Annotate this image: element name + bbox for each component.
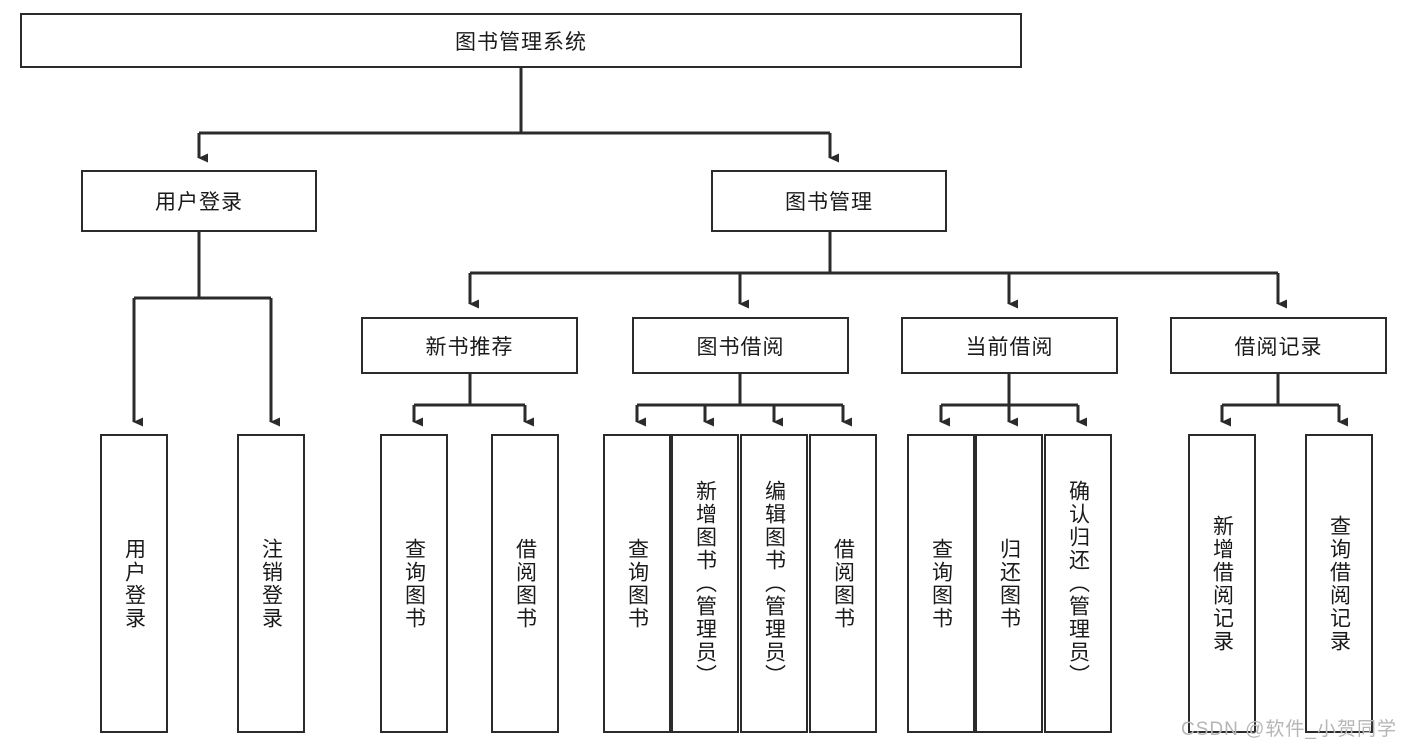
- leaf-book-borrow-query-book[interactable]: 查询图书: [603, 434, 671, 733]
- leaf-borrow-record-query-record[interactable]: 查询借阅记录: [1305, 434, 1373, 733]
- connector-bookmgmt-to-level2: [468, 232, 1287, 309]
- node-label: 图书管理系统: [455, 30, 587, 54]
- node-label: 图书借阅: [696, 335, 785, 359]
- leaf-current-borrow-confirm-return-admin[interactable]: 确认归还（管理员）: [1044, 434, 1112, 733]
- connector-newbook-to-leaves: [412, 374, 534, 427]
- leaf-book-borrow-edit-book-admin[interactable]: 编辑图书（管理员）: [740, 434, 808, 733]
- leaf-new-book-query-book[interactable]: 查询图书: [380, 434, 448, 733]
- node-label: 图书管理: [785, 191, 873, 214]
- node-label: 当前借阅: [965, 335, 1054, 359]
- node-current-borrow[interactable]: 当前借阅: [901, 317, 1118, 374]
- node-label: 查询图书: [929, 537, 953, 630]
- node-borrow-record[interactable]: 借阅记录: [1170, 317, 1387, 374]
- node-label: 编辑图书（管理员）: [762, 480, 786, 687]
- node-new-book-recommend[interactable]: 新书推荐: [361, 317, 578, 374]
- leaf-current-borrow-return-book[interactable]: 归还图书: [975, 434, 1043, 733]
- node-label: 新书推荐: [425, 335, 514, 359]
- node-label: 查询图书: [625, 537, 649, 630]
- node-book-management[interactable]: 图书管理: [711, 170, 947, 232]
- leaf-user-login-logout[interactable]: 注销登录: [237, 434, 305, 733]
- leaf-current-borrow-query-book[interactable]: 查询图书: [907, 434, 975, 733]
- leaf-borrow-record-add-record[interactable]: 新增借阅记录: [1188, 434, 1256, 733]
- connector-currentborrow-to-leaves: [939, 374, 1087, 427]
- node-label: 新增借阅记录: [1210, 514, 1234, 653]
- leaf-book-borrow-add-book-admin[interactable]: 新增图书（管理员）: [671, 434, 739, 733]
- node-book-borrow[interactable]: 图书借阅: [632, 317, 849, 374]
- node-label: 用户登录: [155, 191, 243, 214]
- node-label: 用户登录: [122, 537, 146, 630]
- node-label: 注销登录: [259, 537, 283, 630]
- leaf-user-login-login[interactable]: 用户登录: [100, 434, 168, 733]
- node-label: 借阅图书: [513, 537, 537, 630]
- connector-borrowrecord-to-leaves: [1220, 374, 1348, 427]
- leaf-book-borrow-borrow-book[interactable]: 借阅图书: [809, 434, 877, 733]
- node-label: 确认归还（管理员）: [1066, 480, 1090, 687]
- node-label: 借阅记录: [1234, 335, 1323, 359]
- connector-userlogin-to-leaves: [132, 232, 280, 427]
- connector-bookborrow-to-leaves: [635, 374, 852, 427]
- node-label: 新增图书（管理员）: [693, 480, 717, 687]
- node-label: 查询图书: [402, 537, 426, 630]
- node-label: 查询借阅记录: [1327, 514, 1351, 653]
- watermark-text: CSDN @软件_小贺同学: [1181, 719, 1397, 740]
- connector-root-to-level1: [197, 68, 839, 163]
- node-root-book-management-system[interactable]: 图书管理系统: [20, 13, 1022, 68]
- node-user-login[interactable]: 用户登录: [81, 170, 317, 232]
- leaf-new-book-borrow-book[interactable]: 借阅图书: [491, 434, 559, 733]
- node-label: 借阅图书: [831, 537, 855, 630]
- node-label: 归还图书: [997, 537, 1021, 630]
